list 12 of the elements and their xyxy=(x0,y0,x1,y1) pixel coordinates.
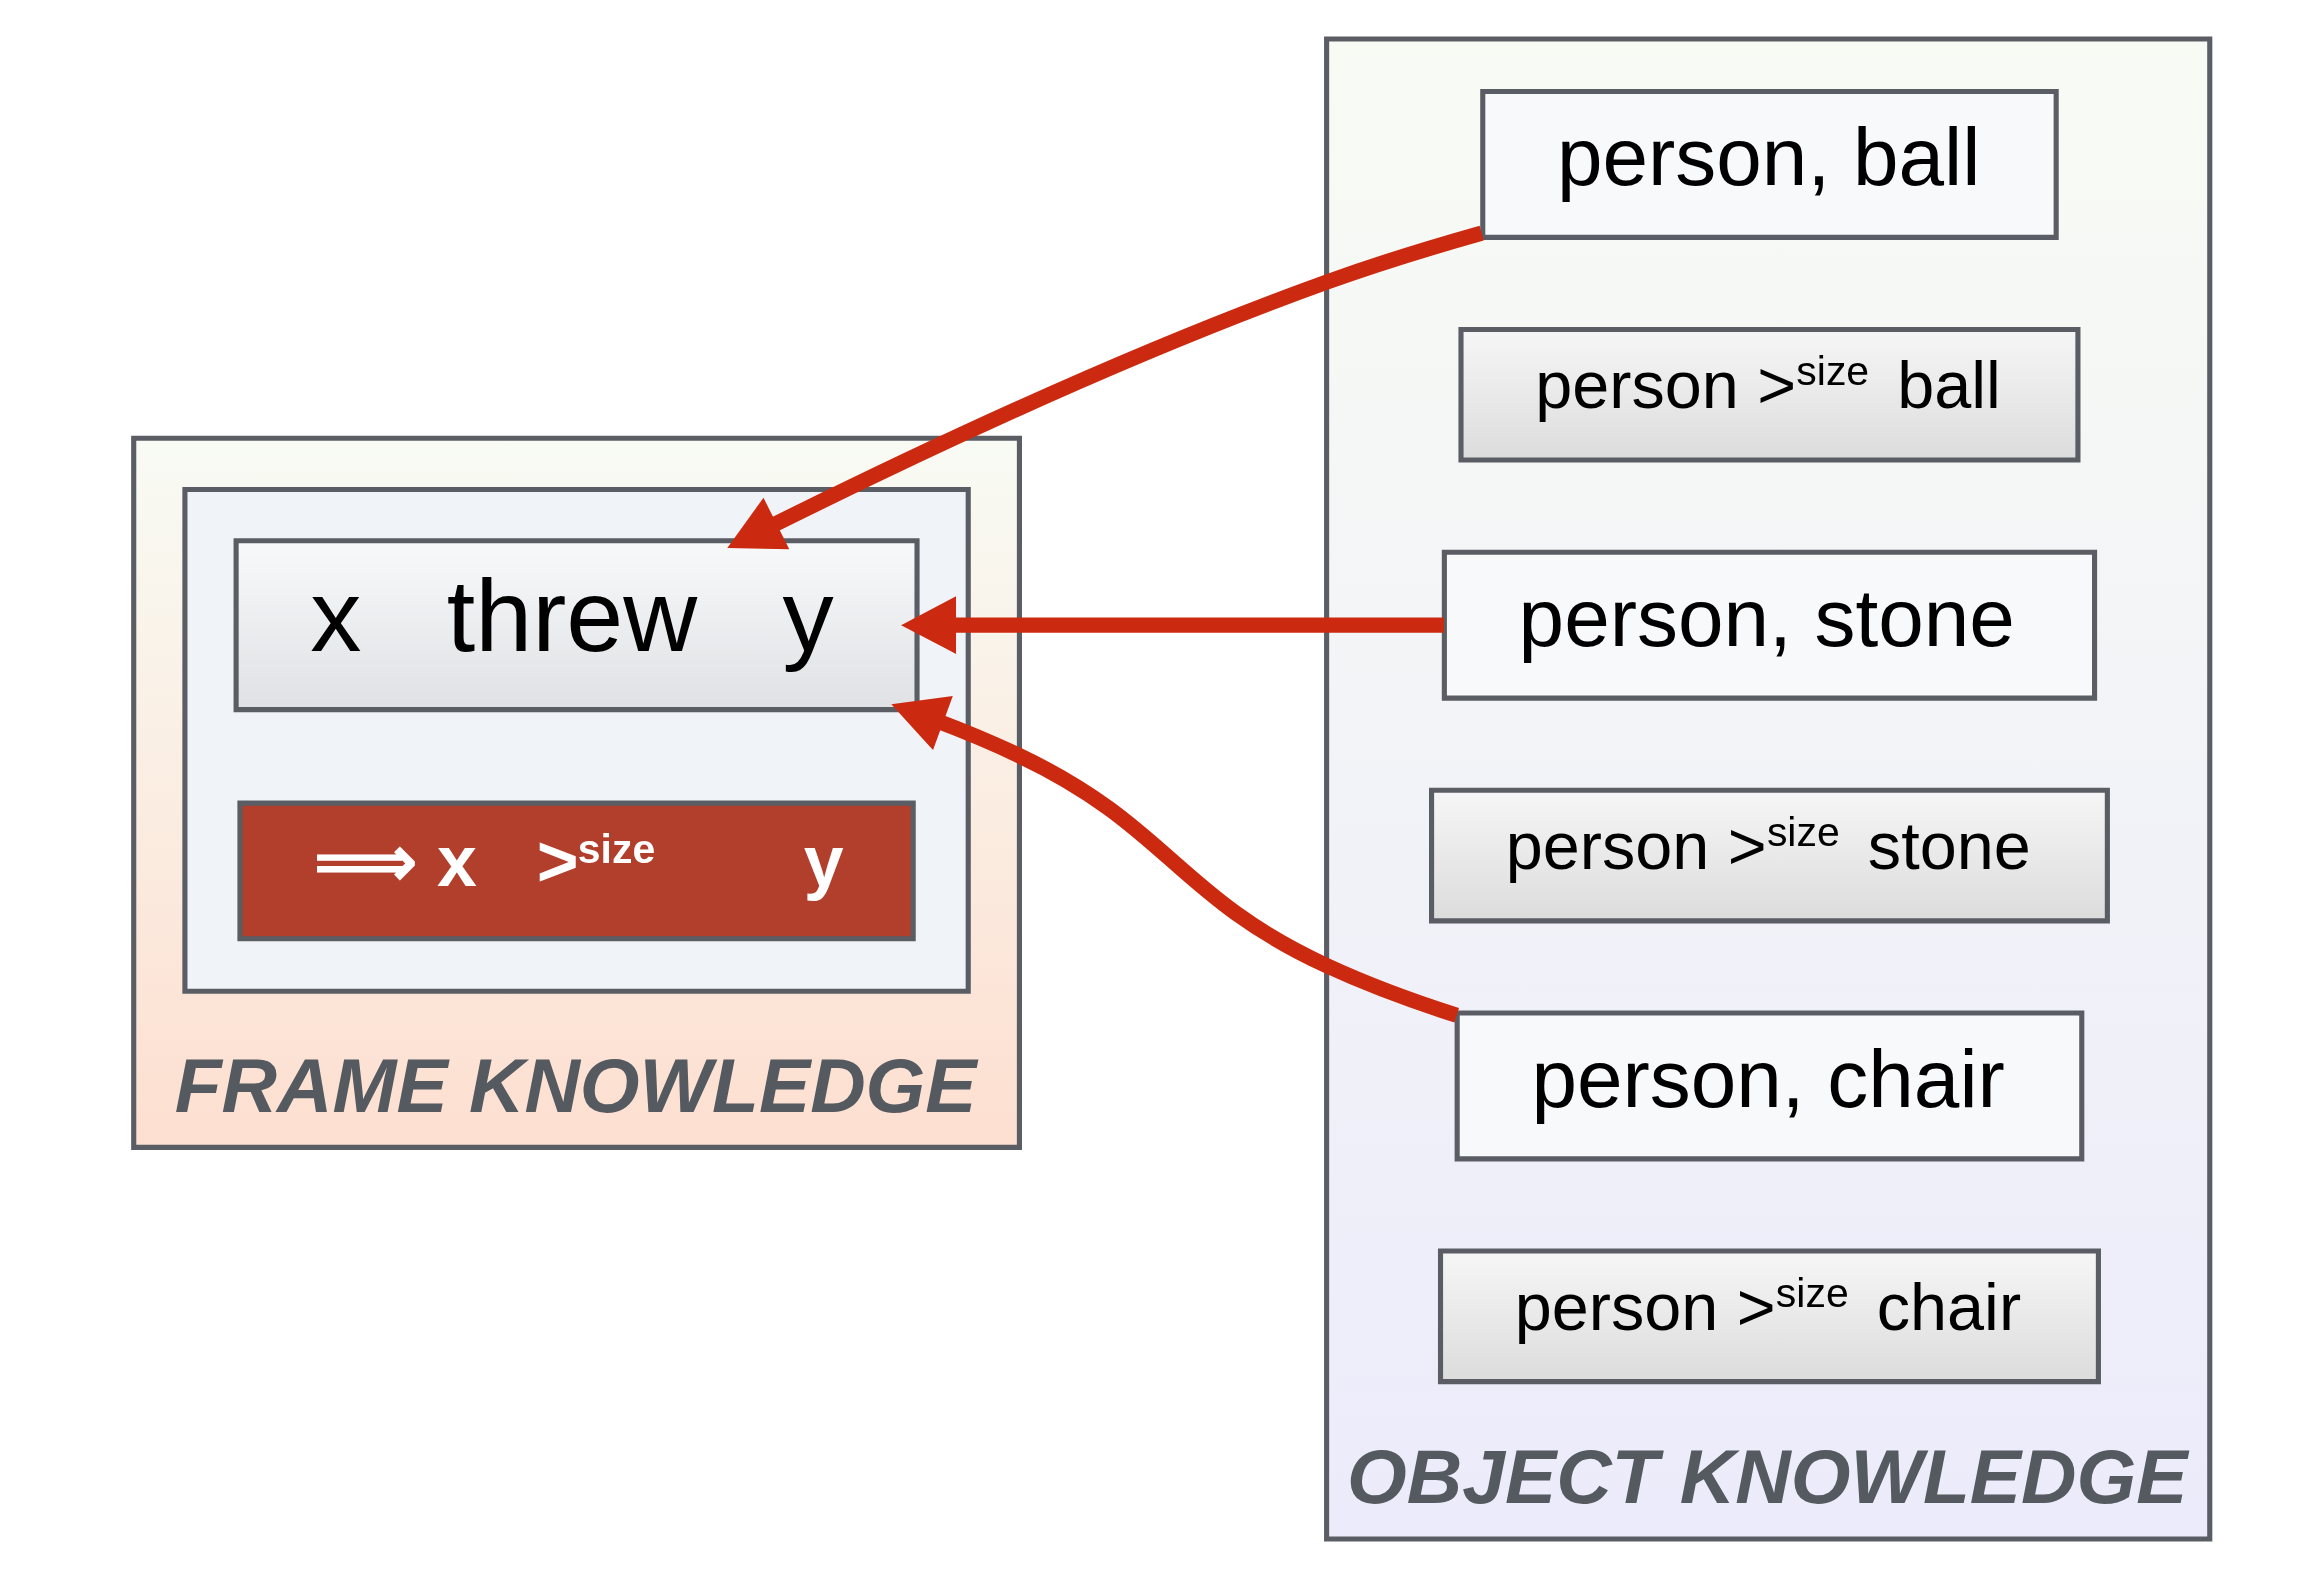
arrow xyxy=(900,596,1444,654)
node-box: person >$^{size}$ stone xyxy=(1428,787,2110,924)
node-box: person >$^{size}$ ball xyxy=(1457,326,2080,463)
node-box: ⟹ x >$^{size}$ y xyxy=(236,800,916,942)
cluster xyxy=(181,486,971,994)
arrow xyxy=(890,695,1459,1023)
node-box: person, ball xyxy=(1479,88,2059,240)
node-box: person >$^{size}$ chair xyxy=(1437,1248,2101,1385)
arrow xyxy=(726,225,1484,550)
node-box: person, chair xyxy=(1454,1010,2084,1162)
node-box: person, stone xyxy=(1441,549,2097,701)
node-box: x threw y xyxy=(233,538,920,713)
